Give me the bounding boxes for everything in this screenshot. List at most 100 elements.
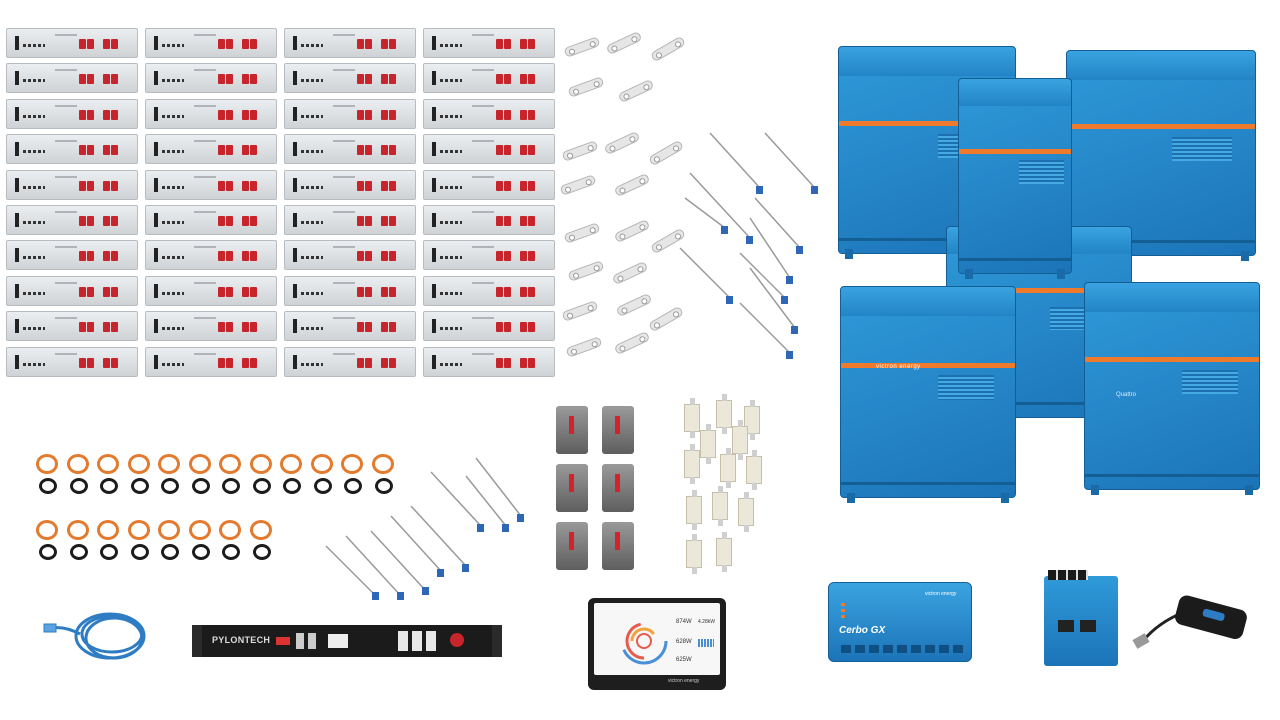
dip-switch [276,637,290,645]
battery-module [145,63,277,94]
usb-interface-icon [1132,595,1247,649]
battery-module [423,63,555,94]
energy-ring-chart [620,617,668,665]
bms-cable [97,520,121,560]
busbar [561,140,599,162]
busbar [613,330,651,356]
meter-terminals [1048,570,1088,580]
busbar [613,218,651,244]
bms-cable [341,454,365,494]
nh-fuse [716,532,732,572]
battery-module [145,98,277,129]
battery-module [6,63,138,94]
busbar [561,300,599,322]
bms-cable [219,454,243,494]
cerbo-status-leds [841,603,845,619]
nh-fuse [738,492,754,532]
battery-module [6,134,138,165]
sensor-cable-set-upper [679,132,818,359]
battery-module [284,311,416,342]
busbar [613,172,651,198]
battery-module [6,346,138,377]
battery-module [284,240,416,271]
nh-fuse [732,420,748,460]
bms-cable [158,454,182,494]
nh-fuse [746,450,762,490]
battery-module-grid [6,28,558,382]
nh-fuse [720,448,736,488]
display-brand-logo: victron energy [668,678,700,684]
rack-ear-right [492,625,502,657]
busbar [649,35,687,63]
busbar [611,260,649,286]
busbar [617,78,655,104]
bms-cable [219,520,243,560]
cerbo-gx: victron energy Cerbo GX [828,582,972,662]
readout-1: 874W [676,619,692,625]
battery-module [423,169,555,200]
cerbo-connectors [841,645,963,653]
readout-2: 4.28kW [698,619,715,625]
nh-fuse-set [676,394,776,578]
battery-module [423,28,555,58]
nh-fuse [686,490,702,530]
cerbo-label: Cerbo GX [839,625,886,636]
readout-3: 628W [676,639,692,645]
bms-cable [66,454,91,494]
nh-fuse [686,534,702,574]
fuse-holder [556,406,588,454]
battery-module [145,346,277,377]
bms-cable [66,520,91,560]
battery-module [423,134,555,165]
battery-module [284,205,416,235]
nh-fuse [744,400,760,440]
readout-4: 625W [676,657,692,663]
bms-cable [188,520,213,560]
busbar [563,36,601,58]
fuse-holder [556,464,588,512]
bms-cable [310,454,335,494]
gx-touch-display: 874W 4.28kW 628W 625W victron energy [588,598,726,690]
rack-ports [296,633,316,649]
bms-cable [249,520,274,560]
battery-module [284,98,416,129]
fuse-holder-set [556,406,648,578]
bms-cable [36,520,60,560]
bms-cable [371,454,396,494]
battery-module [284,28,416,58]
fuse-holder [602,522,634,570]
battery-module [6,28,138,58]
battery-module [145,134,277,165]
battery-module [423,240,555,271]
battery-module [145,28,277,58]
battery-module [423,98,555,129]
sensor-cable-set-lower [325,457,524,600]
battery-module [284,134,416,165]
battery-module [284,63,416,94]
meter-port-right [1080,620,1096,632]
rack-ear-left [192,625,202,657]
inverter-quattro-6 [1084,282,1260,495]
bms-cable-set [36,454,416,584]
bms-cable [280,454,304,494]
bms-cable [36,454,60,494]
inverter-brand-text: victron energy [876,364,921,370]
battery-module [423,275,555,306]
battery-module [423,311,555,342]
battery-module [423,205,555,235]
inverter-quattro-5 [840,286,1016,503]
bms-cable [249,454,274,494]
pylontech-rack-controller: PYLONTECH [192,625,502,657]
busbar [567,76,605,98]
nh-fuse [716,394,732,434]
battery-module [6,240,138,271]
battery-module [145,205,277,235]
network-cable [43,612,146,660]
nh-fuse [700,424,716,464]
battery-module [6,275,138,306]
energy-meter-icon [1044,570,1118,666]
battery-module [6,205,138,235]
fuse-holder [602,464,634,512]
mini-bar-chart [698,639,714,647]
rack-display [328,634,348,648]
